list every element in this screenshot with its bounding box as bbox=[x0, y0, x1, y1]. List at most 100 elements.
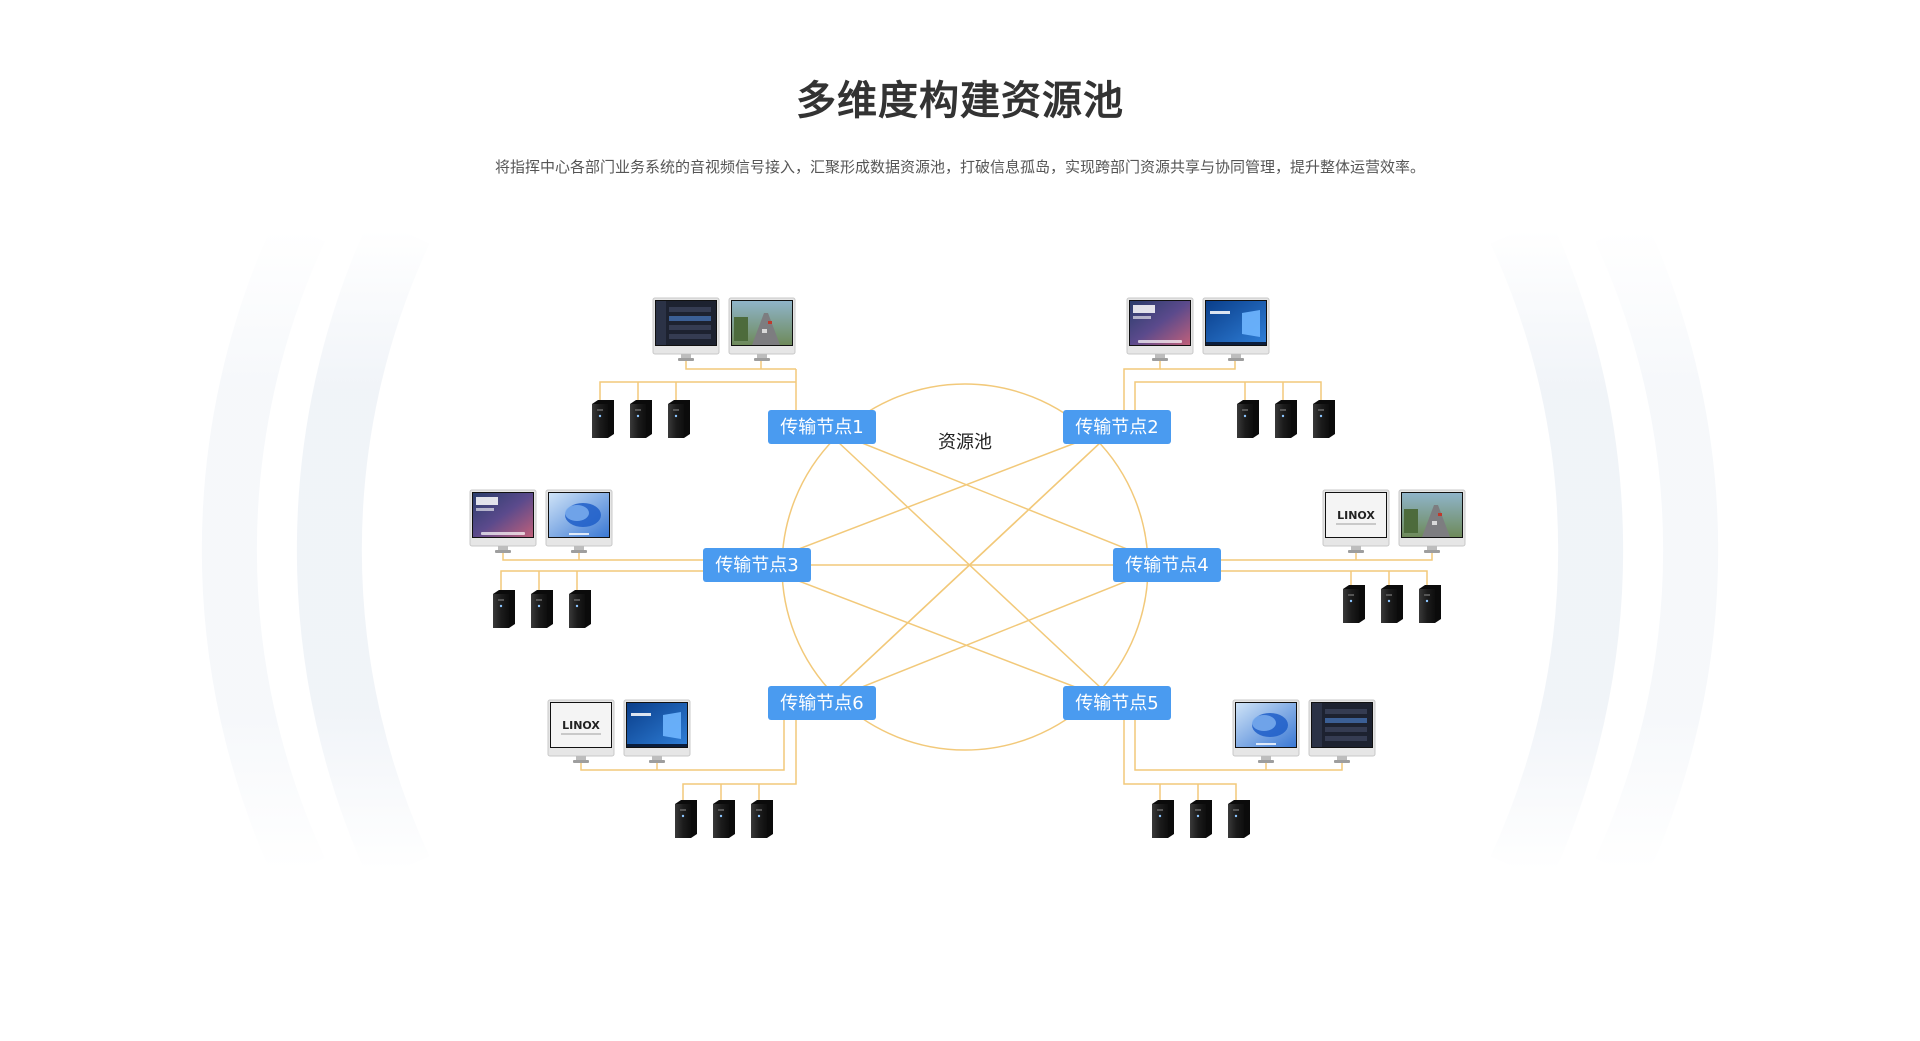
server-tower bbox=[592, 400, 614, 438]
transmission-node-2[interactable]: 传输节点2 bbox=[1063, 410, 1171, 444]
monitor-neck bbox=[681, 354, 691, 358]
connector-line bbox=[1123, 720, 1237, 800]
server-tower bbox=[1190, 800, 1212, 838]
server-front bbox=[1313, 404, 1329, 438]
server-front bbox=[1190, 804, 1206, 838]
server-led bbox=[598, 414, 602, 418]
server-tower bbox=[1237, 400, 1259, 438]
server-front bbox=[630, 404, 646, 438]
monitor-neck bbox=[1427, 546, 1437, 550]
node-box[interactable] bbox=[768, 410, 876, 444]
monitor-stand bbox=[649, 760, 665, 763]
monitor-neck bbox=[1155, 354, 1165, 358]
server-front bbox=[1275, 404, 1291, 438]
server-front bbox=[675, 804, 691, 838]
monitor-neck bbox=[757, 354, 767, 358]
server-front bbox=[1343, 589, 1359, 623]
screen-car bbox=[762, 329, 767, 333]
screen-trees bbox=[734, 317, 748, 341]
screen-row bbox=[1325, 727, 1367, 732]
windows-10-screen bbox=[627, 703, 687, 747]
screen-car bbox=[1432, 521, 1437, 525]
server-tower bbox=[751, 800, 773, 838]
transmission-node-4[interactable]: 传输节点4 bbox=[1113, 548, 1221, 582]
monitor bbox=[623, 699, 691, 763]
screen-row bbox=[669, 316, 711, 321]
server-led bbox=[757, 814, 761, 818]
screen-dock bbox=[1138, 340, 1182, 343]
monitor-neck bbox=[1261, 756, 1271, 760]
server-bay bbox=[718, 809, 724, 811]
node-box[interactable] bbox=[703, 548, 811, 582]
background-arcs bbox=[201, 216, 1719, 884]
screen-row bbox=[669, 334, 711, 339]
server-bay bbox=[536, 599, 542, 601]
mesh-link bbox=[756, 564, 1118, 704]
node-box[interactable] bbox=[1063, 410, 1171, 444]
server-tower bbox=[1381, 585, 1403, 623]
server-led bbox=[1425, 599, 1429, 603]
server-bay bbox=[635, 409, 641, 411]
server-led bbox=[1387, 599, 1391, 603]
connector-line bbox=[599, 381, 796, 400]
monitor-neck bbox=[498, 546, 508, 550]
transmission-node-1[interactable]: 传输节点1 bbox=[768, 410, 876, 444]
server-bay bbox=[756, 809, 762, 811]
mesh-link bbox=[821, 426, 1168, 566]
linux-logo-text: LINOX bbox=[1337, 509, 1375, 522]
server-led bbox=[681, 814, 685, 818]
node-box[interactable] bbox=[1063, 686, 1171, 720]
server-tower bbox=[569, 590, 591, 628]
connector-line bbox=[1123, 358, 1161, 410]
node-label: 传输节点3 bbox=[715, 555, 798, 576]
page-title: 多维度构建资源池 bbox=[796, 78, 1124, 124]
server-bay bbox=[1424, 594, 1430, 596]
windows-bloom-icon bbox=[565, 505, 589, 521]
server-bay bbox=[1242, 409, 1248, 411]
server-front bbox=[751, 804, 767, 838]
monitor bbox=[1398, 489, 1466, 553]
node-box[interactable] bbox=[1113, 548, 1221, 582]
screen-trees bbox=[1404, 509, 1418, 533]
dark-dashboard-screen bbox=[1312, 703, 1372, 747]
server-led bbox=[575, 604, 579, 608]
traffic-video-screen bbox=[1402, 493, 1462, 537]
mesh-link bbox=[756, 426, 1118, 566]
screen-row bbox=[669, 325, 711, 330]
server-tower bbox=[531, 590, 553, 628]
server-led bbox=[636, 414, 640, 418]
right-inner-arc bbox=[1490, 216, 1624, 884]
server-tower bbox=[1313, 400, 1335, 438]
connector-line bbox=[580, 720, 785, 771]
server-tower bbox=[668, 400, 690, 438]
windows-logo-icon bbox=[663, 712, 681, 739]
node-cluster-1 bbox=[592, 297, 797, 438]
server-led bbox=[1281, 414, 1285, 418]
traffic-video-screen bbox=[732, 301, 792, 345]
screen-widget bbox=[476, 497, 498, 505]
screen-widget bbox=[1133, 305, 1155, 313]
screen-text bbox=[1210, 311, 1230, 314]
server-front bbox=[1228, 804, 1244, 838]
server-led bbox=[719, 814, 723, 818]
node-label: 传输节点1 bbox=[780, 417, 863, 438]
connector-line bbox=[1160, 358, 1236, 370]
monitor bbox=[1232, 699, 1300, 763]
connector-line bbox=[500, 570, 703, 590]
monitor-stand bbox=[1348, 550, 1364, 553]
server-front bbox=[713, 804, 729, 838]
screen-bg bbox=[551, 703, 611, 747]
resource-pool-label: 资源池 bbox=[938, 432, 992, 453]
node-cluster-3 bbox=[469, 489, 703, 628]
screen-row bbox=[1325, 736, 1367, 741]
connector-line bbox=[1221, 570, 1428, 585]
transmission-node-5[interactable]: 传输节点5 bbox=[1063, 686, 1171, 720]
transmission-node-3[interactable]: 传输节点3 bbox=[703, 548, 811, 582]
node-cluster-2 bbox=[1123, 297, 1335, 438]
node-box[interactable] bbox=[768, 686, 876, 720]
server-tower bbox=[1419, 585, 1441, 623]
server-bay bbox=[1157, 809, 1163, 811]
node-cluster-5 bbox=[1123, 699, 1376, 838]
transmission-node-6[interactable]: 传输节点6 bbox=[768, 686, 876, 720]
server-tower bbox=[713, 800, 735, 838]
